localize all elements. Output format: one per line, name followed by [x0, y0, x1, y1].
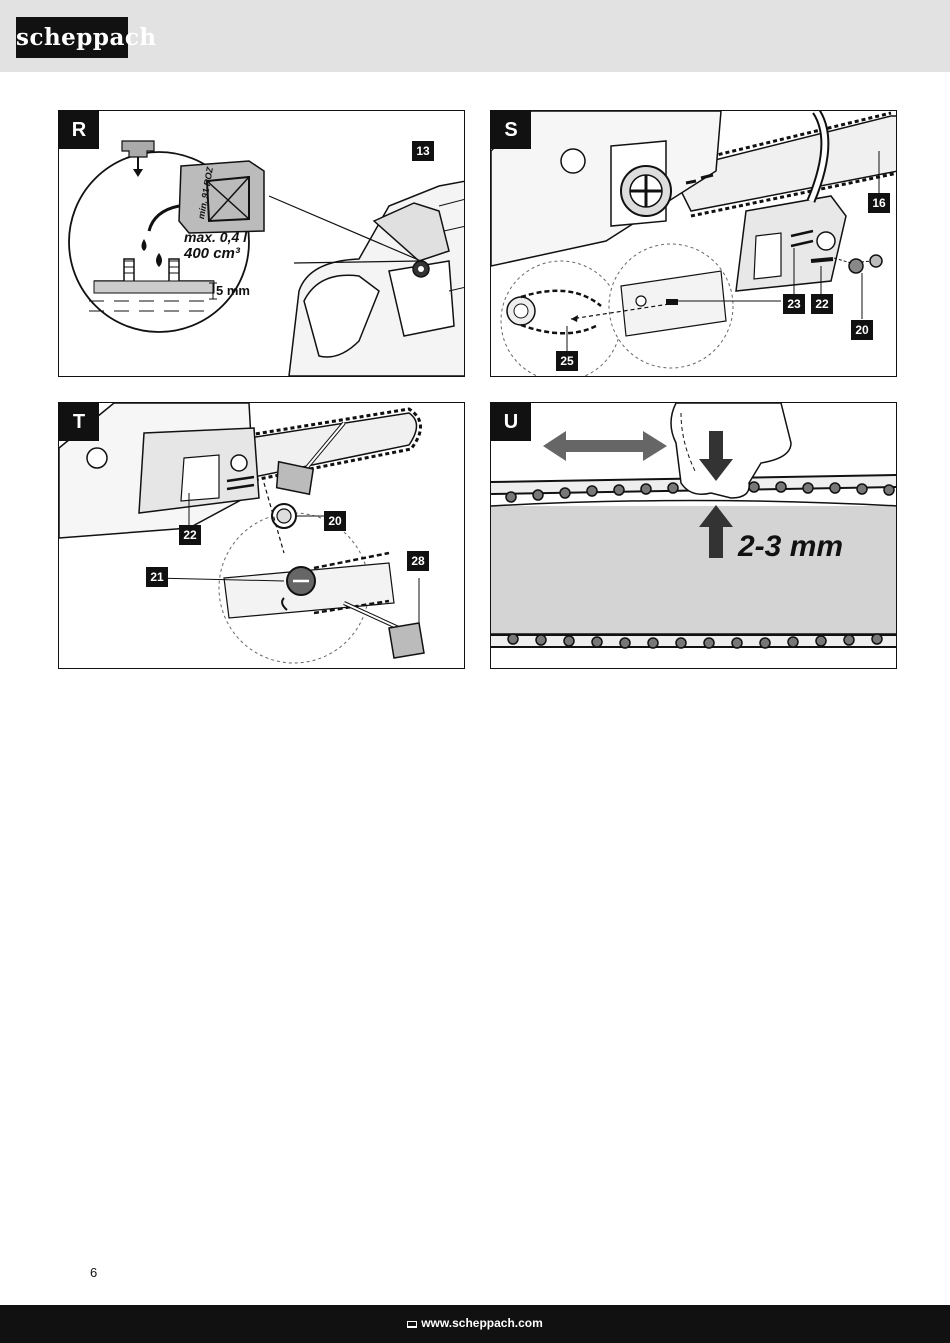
part-tag-20: 20 — [324, 511, 346, 531]
panel-s: S 16 23 22 20 25 — [490, 110, 897, 377]
page-header: scheppach — [0, 0, 950, 72]
panel-letter-t: T — [59, 403, 99, 441]
chain-bottom — [491, 633, 896, 649]
chain-gap-illustration — [491, 403, 896, 649]
fuel-volume-label: 400 cm³ — [184, 245, 240, 262]
page-number: 6 — [90, 1265, 98, 1280]
panel-u: U 2-3 mm — [490, 402, 897, 669]
panel-letter-u: U — [491, 403, 531, 441]
chain-gap-label: 2-3 mm — [738, 530, 844, 563]
part-tag-16: 16 — [868, 193, 890, 213]
chain-bar-assembly-illustration — [491, 111, 896, 376]
part-tag-22: 22 — [811, 294, 833, 314]
fuel-max-label: max. 0,4 l — [184, 229, 248, 245]
refuel-illustration — [68, 140, 464, 376]
part-tag-25: 25 — [556, 351, 578, 371]
footer-content: www.scheppach.com — [0, 1316, 950, 1330]
part-tag-22: 22 — [179, 525, 201, 545]
panel-letter-r: R — [59, 111, 99, 149]
part-tag-21: 21 — [146, 567, 168, 587]
panel-letter-s: S — [491, 111, 531, 149]
panel-r: R min. 91 ROZ max. 0,4 l 400 cm³ 5 mm 13 — [58, 110, 465, 377]
chain-tension-illustration — [59, 403, 425, 664]
footer-url[interactable]: www.scheppach.com — [421, 1316, 543, 1330]
part-tag-23: 23 — [783, 294, 805, 314]
part-tag-28: 28 — [407, 551, 429, 571]
page-footer: www.scheppach.com — [0, 1305, 950, 1343]
computer-icon — [407, 1321, 418, 1328]
part-tag-20: 20 — [851, 320, 873, 340]
part-tag-13: 13 — [412, 141, 434, 161]
panel-t: T 22 20 21 28 — [58, 402, 465, 669]
brand-logo: scheppach — [16, 17, 156, 58]
fuel-level-label: 5 mm — [216, 283, 250, 298]
